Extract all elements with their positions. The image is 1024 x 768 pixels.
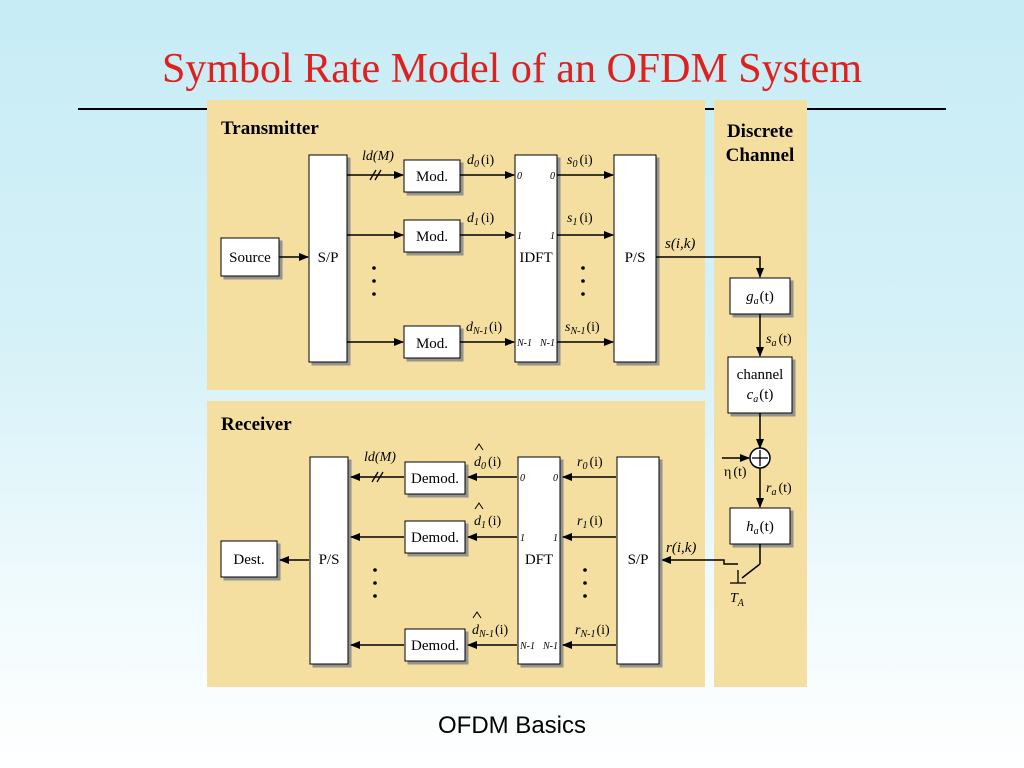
rx-r-label-0: r0(i) [577,455,603,472]
channel-impulse-label: ca(t) [747,387,774,405]
tx-d-label-1: d1(i) [467,211,495,228]
sampler-label: TA [730,591,745,609]
rx-filter-block [729,507,791,545]
receiver-heading: Receiver [221,414,292,435]
slide-title: Symbol Rate Model of an OFDM System [162,46,862,92]
dft-out-index-1: 1 [520,533,525,544]
dft-label: DFT [525,552,553,568]
source-label: Source [229,250,271,266]
tx-d-label-2: dN-1(i) [466,320,503,337]
rx-dhat-label-1: d1(i) [474,514,502,531]
rx-filter-label: ha(t) [746,519,774,537]
demod-block-0 [404,461,466,495]
tx-branch-ellipsis-1 [372,266,376,296]
mod-label-0: Mod. [416,169,448,185]
demod-block-1 [404,520,466,554]
rx-bits-label: ld(M) [364,450,396,465]
idft-in-index-1: 1 [517,231,522,242]
channel-heading-line2: Channel [726,145,795,166]
tx-sp-label: S/P [318,250,339,266]
slide-footer: OFDM Basics [437,712,586,739]
tx-sp-block [308,154,348,363]
tx-s-label-1: s1(i) [567,211,593,228]
tx-output-label: s(i,k) [665,236,695,252]
mod-block-2 [403,325,461,359]
mod-block-0 [403,159,461,193]
source-block [220,237,280,277]
demod-block-2 [404,628,466,662]
rx-branch-ellipsis-2 [583,568,587,598]
rx-branch-ellipsis-1 [373,568,377,598]
mod-label-1: Mod. [416,229,448,245]
idft-out-index-1: 1 [550,231,555,242]
tx-s-label-0: s0(i) [567,153,593,170]
rx-input-line [661,556,738,565]
channel-heading-line1: Discrete [727,121,793,142]
mod-label-2: Mod. [416,336,448,352]
rx-sp-label: S/P [628,552,649,568]
destination-block [220,540,278,578]
tx-s-label-2: sN-1(i) [565,320,600,337]
rx-ps-label: P/S [319,552,340,568]
dft-in-index-0: 0 [553,473,558,484]
rx-dhat-hat-0 [474,443,484,451]
tx-analog-signal-label: sa(t) [766,332,792,349]
rx-input-label: r(i,k) [666,540,696,556]
rx-dhat-hat-1 [474,502,484,510]
dft-out-index-2: N-1 [519,641,535,652]
idft-in-index-0: 0 [517,171,522,182]
rx-analog-signal-label: ra(t) [766,481,792,498]
destination-label: Dest. [233,552,264,568]
sampler-switch [741,563,761,579]
rx-ps-block [309,456,349,665]
tx-filter-label: ga(t) [746,289,774,307]
demod-label-0: Demod. [411,471,459,487]
rx-sp-block [616,456,660,665]
tx-branch-ellipsis-2 [581,266,585,296]
dft-in-index-2: N-1 [542,641,558,652]
rx-dhat-label-0: d0(i) [474,455,502,472]
noise-label: η(t) [724,465,747,480]
channel-block [727,356,793,414]
idft-block [514,154,558,363]
rx-dhat-label-2: dN-1(i) [472,623,509,640]
dft-in-index-1: 1 [553,533,558,544]
demod-label-2: Demod. [411,638,459,654]
transmitter-heading: Transmitter [221,118,319,139]
rx-r-label-1: r1(i) [577,514,603,531]
idft-label: IDFT [519,250,552,266]
tx-bits-label: ld(M) [362,149,394,164]
dft-out-index-0: 0 [520,473,525,484]
tx-d-label-0: d0(i) [467,153,495,170]
idft-out-index-0: 0 [550,171,555,182]
tx-output-line [656,256,764,278]
idft-out-index-2: N-1 [539,338,555,349]
tx-ps-label: P/S [625,250,646,266]
mod-block-1 [403,219,461,253]
demod-label-1: Demod. [411,530,459,546]
idft-in-index-2: N-1 [516,338,532,349]
rx-r-label-2: rN-1(i) [575,623,610,640]
channel-block-word: channel [737,367,784,383]
tx-ps-block [613,154,657,363]
rx-dhat-hat-2 [472,611,482,619]
dft-block [517,456,561,665]
